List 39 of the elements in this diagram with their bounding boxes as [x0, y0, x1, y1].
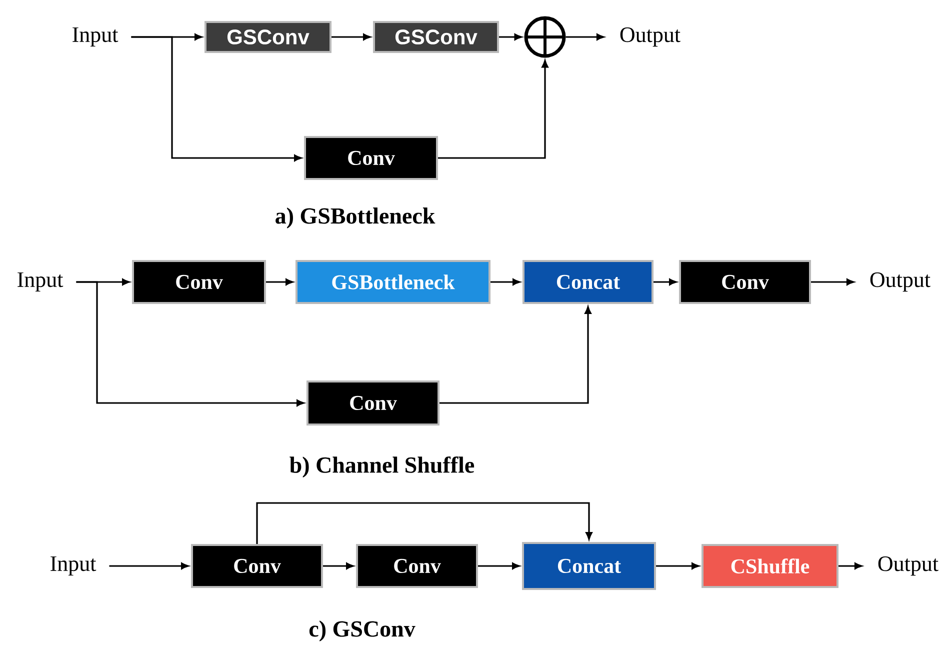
io-label: Output [870, 272, 930, 292]
block-box: Concat [522, 542, 656, 590]
panel-caption: b) Channel Shuffle [290, 456, 474, 478]
block-box: Conv [679, 260, 811, 304]
arrow [266, 278, 294, 286]
arrow [654, 278, 677, 286]
arrow [76, 281, 304, 406]
panel-caption: c) GSConv [309, 620, 416, 642]
io-label: Input [50, 556, 96, 576]
io-label: Input [72, 27, 118, 47]
sum-circle [524, 16, 566, 58]
arrow [811, 278, 854, 286]
block-box: CShuffle [702, 544, 838, 588]
io-label: Output [620, 27, 680, 47]
arrow [332, 34, 371, 40]
block-box: Conv [132, 260, 266, 304]
arrow [838, 562, 862, 570]
arrow [256, 502, 592, 544]
block-box: Conv [306, 380, 440, 426]
block-box: GSBottleneck [296, 260, 490, 304]
arrow [656, 562, 700, 570]
arrow [499, 34, 522, 40]
arrow [490, 278, 520, 286]
block-box: GSConv [204, 21, 332, 53]
block-box: Concat [522, 260, 654, 304]
io-label: Output [878, 556, 938, 576]
arrow [566, 34, 604, 40]
arrow [323, 562, 354, 570]
arrow [440, 306, 592, 404]
block-box: Conv [191, 544, 323, 588]
block-box: Conv [304, 136, 438, 180]
arrow [131, 36, 302, 162]
arrow [109, 562, 189, 570]
block-box: GSConv [373, 21, 499, 53]
io-label: Input [18, 272, 64, 292]
arrow [438, 60, 548, 159]
panel-caption: a) GSBottleneck [276, 208, 436, 228]
arrow [478, 562, 520, 570]
block-box: Conv [356, 544, 478, 588]
